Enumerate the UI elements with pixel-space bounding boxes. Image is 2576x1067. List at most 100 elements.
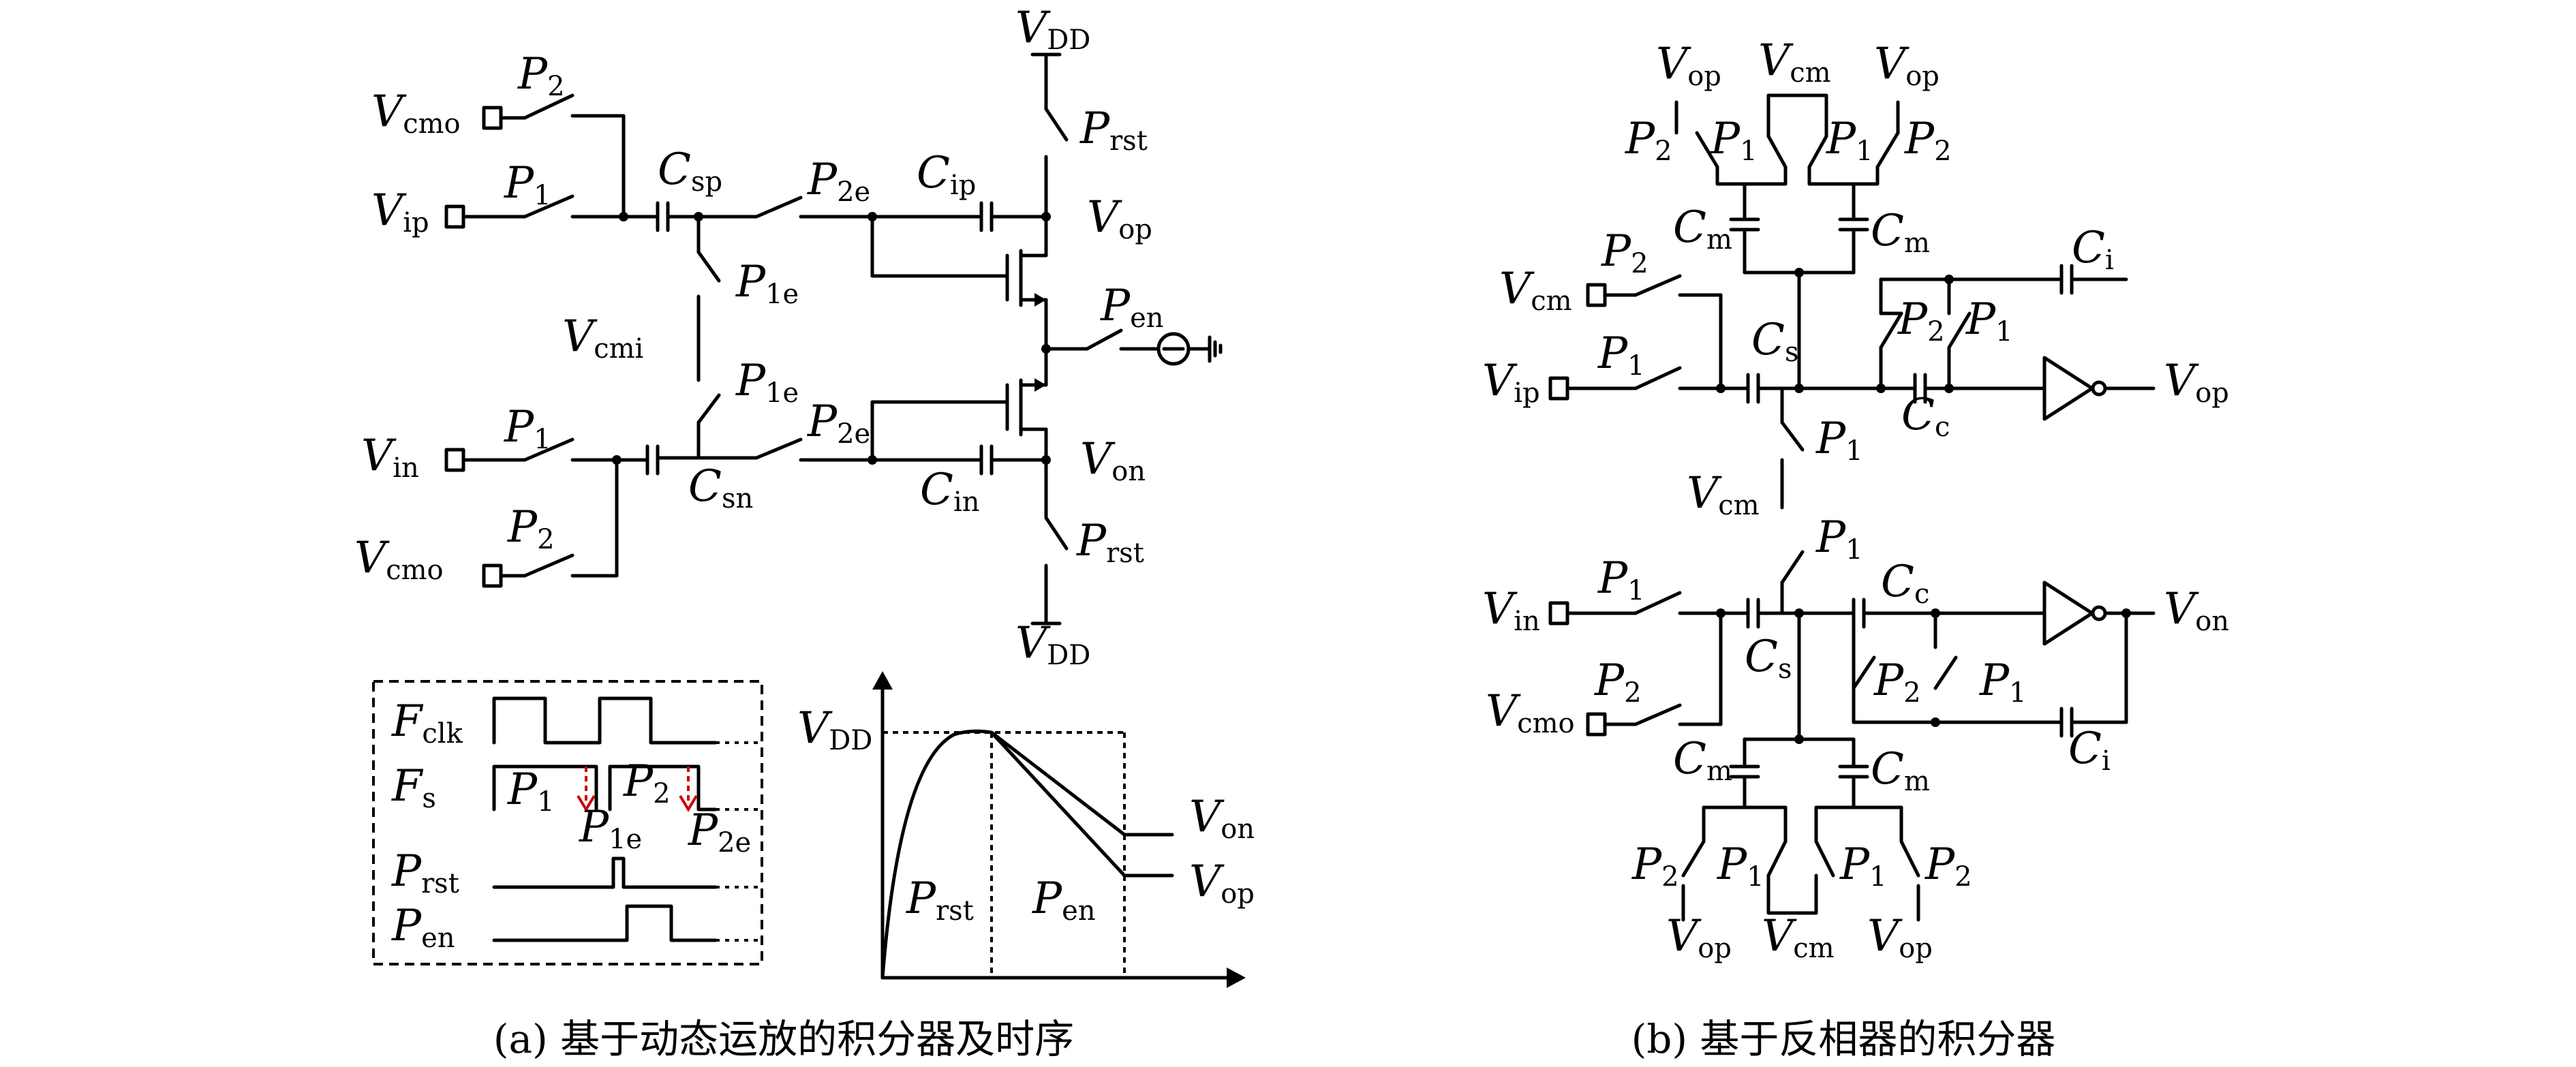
ci-top-label: Ci xyxy=(2072,223,2114,276)
vin-port xyxy=(444,448,465,472)
junction xyxy=(1931,717,1940,727)
csp-label: Csp xyxy=(658,144,722,198)
panel-a-circuit: VDD Prst Vcmo P2 Vip P1 Csp P2e Cip Vop … xyxy=(354,3,1223,671)
inverter-bubble xyxy=(2091,605,2107,621)
vcm-t-label: Vcm xyxy=(1758,35,1831,89)
wire xyxy=(1715,165,1788,186)
p1-br-switch xyxy=(1814,839,1835,878)
vop-b1-label: Vop xyxy=(1666,911,1732,964)
junction xyxy=(1716,384,1726,393)
junction xyxy=(1794,384,1804,393)
p2e-bottom-switch xyxy=(754,437,803,460)
p1-tr-switch xyxy=(1807,134,1828,169)
p1-vip-label: P1 xyxy=(1597,328,1645,382)
cc-bot-label: Cc xyxy=(1881,557,1929,610)
fclk-waveform xyxy=(492,696,718,745)
vin-label: Vin xyxy=(361,431,419,484)
vcmo-top-port xyxy=(482,106,503,130)
vcmo-bottom-label: Vcmo xyxy=(354,533,444,586)
waveform-vop-label: Vop xyxy=(1189,856,1255,910)
p1-fb-bot-switch xyxy=(1933,655,1958,690)
p1-fb-top-switch xyxy=(1947,311,1972,350)
prst-bottom-switch xyxy=(1044,516,1069,551)
cm-tr-label: Cm xyxy=(1871,206,1930,259)
vcmo-b-port xyxy=(1586,712,1607,737)
y-axis-arrow-icon xyxy=(872,671,893,690)
p2-fb-bot-label: P2 xyxy=(1873,655,1921,709)
pen-switch xyxy=(1085,328,1123,351)
inverter-top-icon xyxy=(2042,356,2094,421)
p2e-top-label: P2e xyxy=(807,155,870,208)
p1-tl-label: P1 xyxy=(1710,114,1758,167)
panel-b-circuit: Vop Vcm Vop P2 P1 P1 P2 Cm Cm Ci P2 Vcm … xyxy=(1482,35,2229,964)
fs-p2-pulse xyxy=(608,764,718,811)
phase2-label: P2 xyxy=(623,756,671,809)
cs-bot-label: Cs xyxy=(1745,632,1792,685)
vdd-top-label: VDD xyxy=(1015,3,1090,56)
phase1-label: P1 xyxy=(507,764,555,818)
p2e-top-switch xyxy=(754,196,803,219)
caption-a: (a) 基于动态运放的积分器及时序 xyxy=(493,1016,1074,1062)
p1-bottom-switch xyxy=(523,437,574,462)
vdd-bottom-label: VDD xyxy=(1015,618,1090,671)
p2-bottom-switch xyxy=(523,553,574,578)
vop-out-label: Vop xyxy=(2164,356,2229,409)
vop-b2-label: Vop xyxy=(1867,911,1933,964)
vip-label: Vip xyxy=(371,185,429,238)
prst-bottom-label: Prst xyxy=(1076,516,1144,569)
timing-pen-label: Pen xyxy=(391,901,455,954)
vop-curve xyxy=(990,730,1126,878)
p1-br-label: P1 xyxy=(1839,839,1887,893)
p2-bl-switch xyxy=(1681,839,1706,878)
vcm-bottom-bracket xyxy=(1766,873,1818,915)
p2-fb-top-switch xyxy=(1879,311,1903,350)
vin-b-label: Vin xyxy=(1482,584,1540,637)
p1e-top-switch xyxy=(696,250,721,283)
p1-bottom-label: P1 xyxy=(504,402,551,455)
p2e-bottom-label: P2e xyxy=(807,397,870,450)
fs-p1-pulse xyxy=(492,764,598,811)
cm-tl-label: Cm xyxy=(1673,202,1732,256)
vcm-left-port xyxy=(1586,283,1607,307)
csn-label: Csn xyxy=(688,461,753,514)
p1-vip-switch xyxy=(1634,366,1682,390)
panel-a-timing: Fclk Fs P1 P2 P1e P2e Prst Pen xyxy=(372,680,763,965)
p1-tr-label: P1 xyxy=(1826,114,1873,167)
p1e-bottom-label: P1e xyxy=(735,356,799,409)
cm-bl-label: Cm xyxy=(1673,734,1732,787)
inverter-bottom-icon xyxy=(2042,581,2094,646)
vip-b-label: Vip xyxy=(1482,356,1540,409)
vop-t1-label: Vop xyxy=(1656,39,1721,92)
vin-b-port xyxy=(1548,601,1569,625)
timing-p1e-label: P1e xyxy=(579,802,642,855)
junction xyxy=(1041,212,1051,221)
junction xyxy=(1794,734,1804,744)
cip-label: Cip xyxy=(917,148,976,201)
cin-label: Cin xyxy=(920,465,980,518)
ci-bot-label: Ci xyxy=(2068,724,2111,777)
p1-bl-label: P1 xyxy=(1717,839,1764,893)
p2-fb-bot-switch xyxy=(1852,655,1876,690)
p1-vin-label: P1 xyxy=(1597,553,1645,606)
p2-br-switch xyxy=(1899,839,1920,878)
waveform-vdd-label: VDD xyxy=(797,703,872,756)
p2-tl-label: P2 xyxy=(1625,114,1672,167)
p1-fb-bot-label: P1 xyxy=(1979,655,2027,709)
von-out-label: Von xyxy=(2164,584,2229,637)
p2-vcm-switch xyxy=(1634,274,1682,297)
pen-label: Pen xyxy=(1100,281,1164,334)
p1e-top-label: P1e xyxy=(735,257,799,310)
vcmo-b-label: Vcmo xyxy=(1486,686,1575,739)
vcmo-bottom-port xyxy=(482,563,503,588)
p1-top-label: P1 xyxy=(504,158,551,211)
p2-top-label: P2 xyxy=(517,49,565,102)
p2-fb-top-label: P2 xyxy=(1897,294,1945,347)
p1-top-switch xyxy=(523,194,574,219)
pen-waveform xyxy=(492,904,718,942)
p2-top-switch xyxy=(523,93,574,120)
wire xyxy=(1807,165,1880,186)
vcm-mid-label: Vcm xyxy=(1687,468,1760,521)
vcm-top-bracket xyxy=(1766,93,1828,138)
